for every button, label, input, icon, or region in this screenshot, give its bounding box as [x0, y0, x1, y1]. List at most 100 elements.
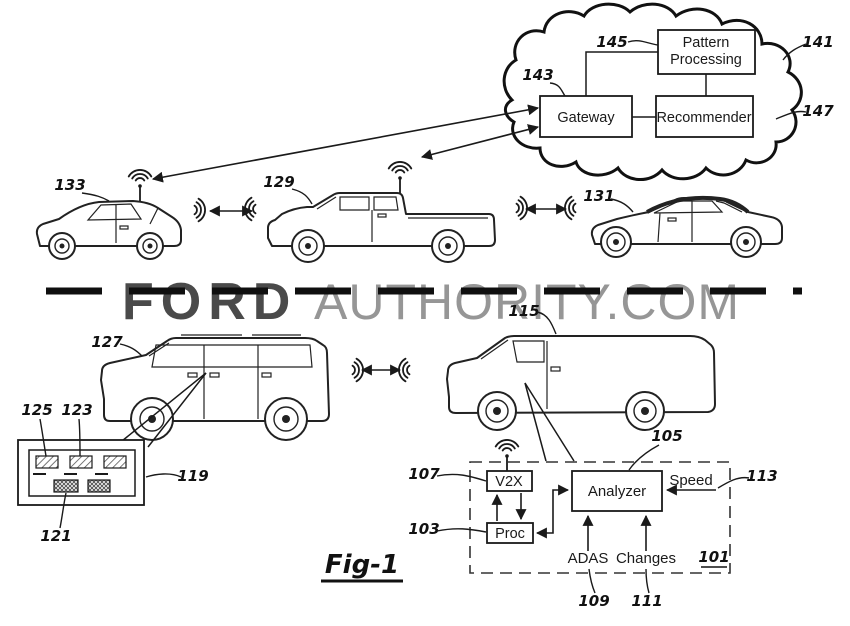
wifi-icon — [564, 195, 577, 221]
leader-143 — [549, 82, 566, 97]
leader-145 — [627, 39, 659, 46]
leader-109 — [588, 568, 596, 594]
watermark: FORD AUTHORITY.COM — [46, 273, 802, 331]
ref-147: 147 — [802, 102, 834, 120]
sensor-extra — [103, 455, 127, 469]
hatchback-front-wheel — [48, 232, 76, 260]
pattern-processing-label-line2: Processing — [670, 52, 742, 68]
ref-145: 145 — [596, 33, 627, 51]
antenna-icon — [129, 170, 152, 201]
sensor-a — [35, 455, 59, 469]
sedan-door-handle — [667, 217, 677, 222]
connector-pp-gateway — [585, 51, 658, 96]
vehicle-pickup: 129 — [244, 162, 528, 263]
analyzer-box — [571, 470, 663, 512]
leader-141 — [782, 43, 807, 61]
cloud-link-arrow-hatchback — [151, 104, 540, 183]
figure-caption: Fig-1 — [321, 550, 403, 583]
hatchback-rear-wheel — [136, 232, 164, 260]
leader-111 — [645, 568, 650, 594]
cloud-network: Pattern Processing Gateway Recommender 1… — [502, 2, 834, 181]
ref-127: 127 — [91, 333, 123, 351]
box-pattern-processing: Pattern Processing — [657, 29, 756, 75]
ref-109: 109 — [578, 592, 609, 610]
gateway-label: Gateway — [557, 110, 615, 126]
changes-label: Changes — [616, 550, 676, 567]
callout-line-a — [121, 372, 207, 442]
pickup-rear-wheel — [431, 229, 465, 263]
pattern-processing-label-line1: Pattern — [683, 35, 730, 51]
ref-103: 103 — [408, 520, 439, 538]
van-callout-line-b — [524, 382, 575, 462]
proc-label: Proc — [495, 526, 525, 542]
leader-133 — [81, 192, 110, 202]
sedan-front-wheel — [600, 226, 632, 258]
figure-caption-text: Fig-1 — [325, 550, 399, 580]
leader-127 — [119, 343, 143, 357]
recommender-box — [655, 95, 754, 138]
wifi-icon — [244, 196, 257, 222]
ref-141: 141 — [802, 33, 833, 51]
pickup-front-wheel — [291, 229, 325, 263]
box-proc: Proc — [486, 522, 534, 544]
v2x-label: V2X — [495, 474, 523, 490]
door-module: 125 123 121 119 — [17, 372, 209, 545]
leader-147 — [775, 110, 807, 120]
leader-119 — [145, 473, 182, 478]
system-dashed-box — [469, 461, 731, 574]
pickup-windows — [316, 196, 488, 242]
leader-105 — [628, 444, 660, 471]
ref-133: 133 — [54, 176, 85, 194]
ref-101: 101 — [698, 548, 729, 566]
wifi-icon — [515, 195, 528, 221]
sedan-windows — [653, 200, 743, 243]
leader-129 — [291, 188, 313, 205]
leader-125 — [39, 418, 47, 457]
analyzer-label: Analyzer — [588, 483, 646, 500]
proc-analyzer-elbow-arrow — [535, 484, 570, 539]
suv-door-handle-mid — [209, 372, 220, 378]
ref-123: 123 — [61, 401, 92, 419]
box-gateway: Gateway — [539, 95, 633, 138]
ref-125: 125 — [21, 401, 52, 419]
cloud-link-arrow-pickup — [420, 124, 540, 160]
vehicle-hatchback: 133 — [35, 170, 206, 260]
vehicle-suv: 127 — [91, 333, 364, 441]
watermark-authority: AUTHORITY.COM — [314, 274, 740, 330]
van-callout-line-a — [524, 382, 547, 462]
leader-113 — [717, 476, 750, 489]
ref-105: 105 — [651, 427, 682, 445]
box-analyzer: Analyzer — [571, 470, 663, 512]
adas-label: ADAS — [568, 550, 609, 567]
speed-label: Speed — [669, 472, 712, 489]
pickup-door-handle — [377, 213, 387, 218]
leader-121 — [59, 492, 67, 529]
watermark-ford: FORD — [122, 273, 297, 331]
sensor-c — [53, 479, 79, 493]
pattern-processing-box — [657, 29, 756, 75]
ref-119: 119 — [177, 467, 208, 485]
sedan-roof-line — [646, 195, 750, 214]
leader-115 — [536, 311, 557, 335]
suv-door-handle-front — [187, 372, 198, 378]
hatchback-door-handle — [119, 225, 129, 230]
ref-113: 113 — [746, 467, 777, 485]
ref-115: 115 — [508, 302, 539, 320]
antenna-icon — [496, 440, 519, 471]
vehicle-van: 115 — [398, 302, 716, 431]
leader-103 — [436, 528, 487, 533]
leader-107 — [436, 473, 487, 482]
van-front-wheel — [477, 391, 517, 431]
sensor-b — [69, 455, 93, 469]
vehicle-sedan: 131 — [564, 187, 783, 258]
wifi-icon — [398, 357, 411, 383]
ref-143: 143 — [522, 66, 553, 84]
onboard-system: V2X Proc Analyzer Speed ADAS Changes 101… — [408, 382, 778, 610]
sensor-d — [87, 479, 111, 493]
ref-131: 131 — [583, 187, 614, 205]
gateway-box — [539, 95, 633, 138]
suv-door-handle-rear — [261, 372, 272, 378]
leader-131 — [610, 198, 634, 213]
